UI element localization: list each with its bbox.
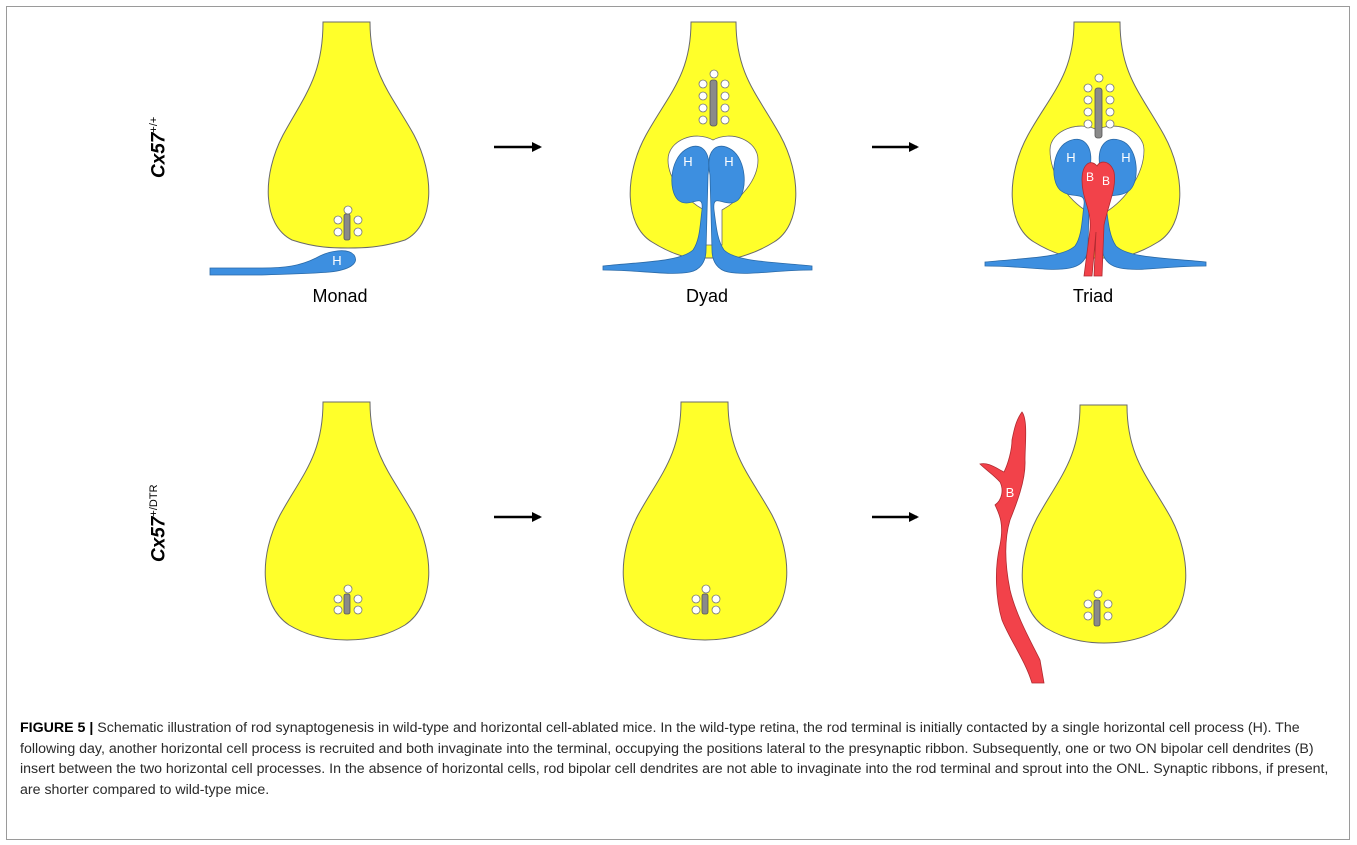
row-label-wildtype: Cx57+/+ [148, 117, 170, 178]
ablated-terminal-3 [1022, 405, 1186, 643]
genotype-base-wildtype: Cx57 [148, 133, 169, 178]
figure-label: FIGURE 5 | [20, 720, 93, 736]
dyad-h-letter-left: H [683, 154, 692, 169]
stage-label-monad: Monad [312, 286, 367, 307]
dyad-h-letter-right: H [724, 154, 733, 169]
genotype-sup-ablated: +/DTR [148, 484, 160, 516]
triad-b-letter-right: B [1102, 174, 1110, 188]
figure-caption: FIGURE 5 | Schematic illustration of rod… [20, 718, 1338, 800]
triad-h-letter-right: H [1121, 150, 1130, 165]
genotype-sup-wildtype: +/+ [148, 117, 160, 133]
caption-text: Schematic illustration of rod synaptogen… [20, 720, 1328, 798]
row-label-ablated: Cx57+/DTR [148, 484, 170, 562]
ablated-b-letter: B [1006, 485, 1015, 500]
stage-label-triad: Triad [1073, 286, 1113, 307]
monad-h-letter: H [332, 253, 341, 268]
triad-b-letter-left: B [1086, 170, 1094, 184]
stage-label-dyad: Dyad [686, 286, 728, 307]
triad-h-letter-left: H [1066, 150, 1075, 165]
genotype-base-ablated: Cx57 [148, 517, 169, 562]
